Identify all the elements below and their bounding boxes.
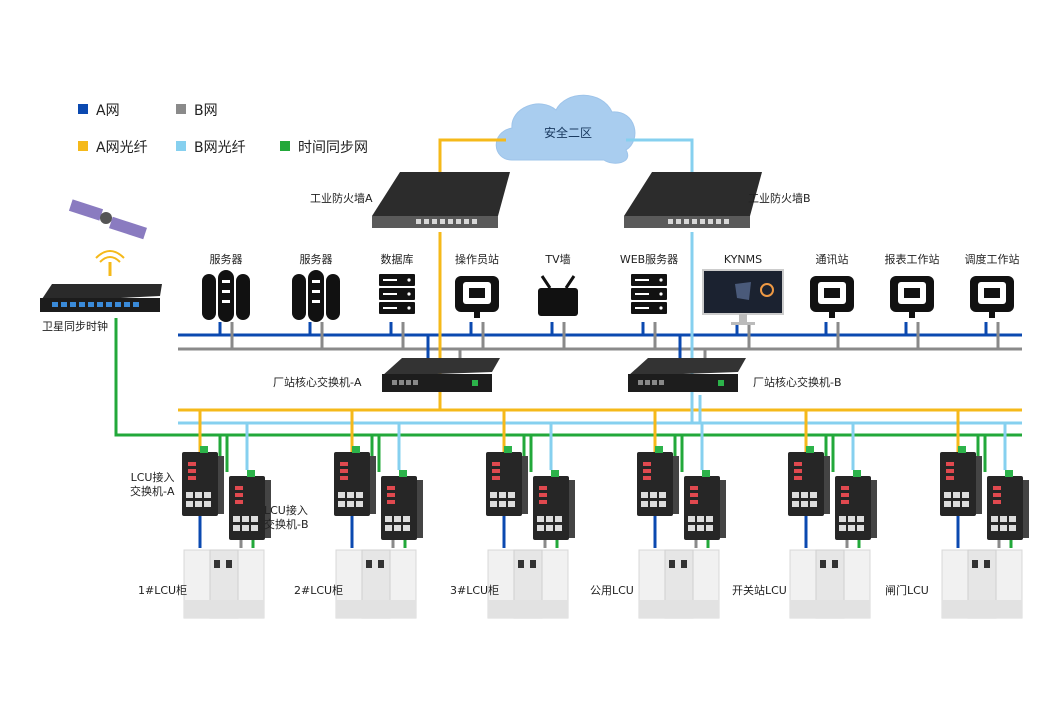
station-label: TV墙 — [545, 253, 571, 266]
legend-label-b-fiber: B网光纤 — [194, 140, 246, 156]
fiber-cloud-to-firewall-b — [626, 138, 694, 175]
database-icon — [379, 274, 415, 314]
lcu-switch-a-device — [486, 446, 528, 516]
dispatch-station-icon — [970, 276, 1014, 318]
firewall-b-label: 工业防火墙B — [748, 192, 811, 205]
firewall-a-label: 工业防火墙A — [310, 192, 373, 205]
lcu-cabinet — [487, 549, 569, 619]
lcu-switch-b-device — [229, 470, 271, 540]
station-label: 操作员站 — [455, 253, 499, 266]
station-label: 服务器 — [209, 253, 243, 266]
lcu-switch-a-label: LCU接入 交换机-A — [130, 471, 175, 498]
time-sync-bus — [114, 318, 1022, 437]
lcu-cabinet-label: 闸门LCU — [885, 584, 929, 597]
legend-label-b-net: B网 — [194, 103, 218, 119]
lcu-switch-a-device — [788, 446, 830, 516]
lcu-cabinet-label: 2#LCU柜 — [294, 584, 344, 597]
lcu-switch-b-device — [533, 470, 575, 540]
tv-icon — [538, 275, 578, 316]
lcu-cabinet-label: 公用LCU — [590, 584, 634, 597]
lcu-cabinet — [335, 549, 417, 619]
operator-station-icon — [455, 276, 499, 318]
legend-swatch-b-net — [176, 104, 186, 114]
report-station-icon — [890, 276, 934, 318]
lcu-switch-a-device — [182, 446, 224, 516]
web-server-icon — [631, 274, 667, 314]
core-switch-a-label: 厂站核心交换机-A — [273, 376, 362, 389]
satellite-clock-label: 卫星同步时钟 — [42, 320, 108, 333]
lcu-switch-a-device — [940, 446, 982, 516]
lcu-switch-b-device — [835, 470, 877, 540]
station-label: 服务器 — [299, 253, 333, 266]
legend-label-time-sync: 时间同步网 — [298, 140, 368, 156]
lcu-switch-b-device — [987, 470, 1029, 540]
lcu-cabinet — [638, 549, 720, 619]
lcu-switch-a-device — [334, 446, 376, 516]
server-tower-icon — [202, 270, 250, 322]
legend-swatch-b-fiber — [176, 141, 186, 151]
lcu-switch-b-device — [381, 470, 423, 540]
monitor-icon — [702, 269, 784, 325]
station-label: 通讯站 — [815, 253, 849, 266]
fiber-cloud-to-firewall-a — [438, 138, 506, 175]
firewall-b-device — [624, 172, 762, 228]
lcu-cabinet — [183, 549, 265, 619]
station-label: 调度工作站 — [964, 253, 1020, 266]
satellite-clock-device — [40, 284, 162, 312]
lcu-switch-b-label: LCU接入 交换机-B — [264, 504, 309, 531]
lcu-cabinet — [789, 549, 871, 619]
station-label: KYNMS — [723, 253, 763, 266]
server-tower-icon — [292, 270, 340, 322]
legend-swatch-a-net — [78, 104, 88, 114]
station-label: 数据库 — [380, 253, 414, 266]
lcu-cabinet-label: 3#LCU柜 — [450, 584, 500, 597]
lcu-cabinet-label: 开关站LCU — [732, 584, 787, 597]
cloud-label: 安全二区 — [543, 126, 593, 140]
signal-icon — [95, 250, 125, 263]
core-switch-b-label: 厂站核心交换机-B — [753, 376, 842, 389]
legend-label-a-net: A网 — [96, 103, 120, 119]
station-label: WEB服务器 — [619, 253, 679, 266]
core-switch-b-device — [628, 358, 746, 392]
lcu-cabinet — [941, 549, 1023, 619]
satellite-icon — [68, 199, 147, 240]
firewall-a-device — [372, 172, 510, 228]
core-switch-a-device — [382, 358, 500, 392]
lcu-switch-a-device — [637, 446, 679, 516]
station-label: 报表工作站 — [884, 253, 940, 266]
legend-swatch-time-sync — [280, 141, 290, 151]
legend-swatch-a-fiber — [78, 141, 88, 151]
lcu-switch-b-device — [684, 470, 726, 540]
cloud — [495, 94, 636, 164]
lcu-cabinet-label: 1#LCU柜 — [138, 584, 188, 597]
legend-label-a-fiber: A网光纤 — [96, 140, 148, 156]
comm-station-icon — [810, 276, 854, 318]
